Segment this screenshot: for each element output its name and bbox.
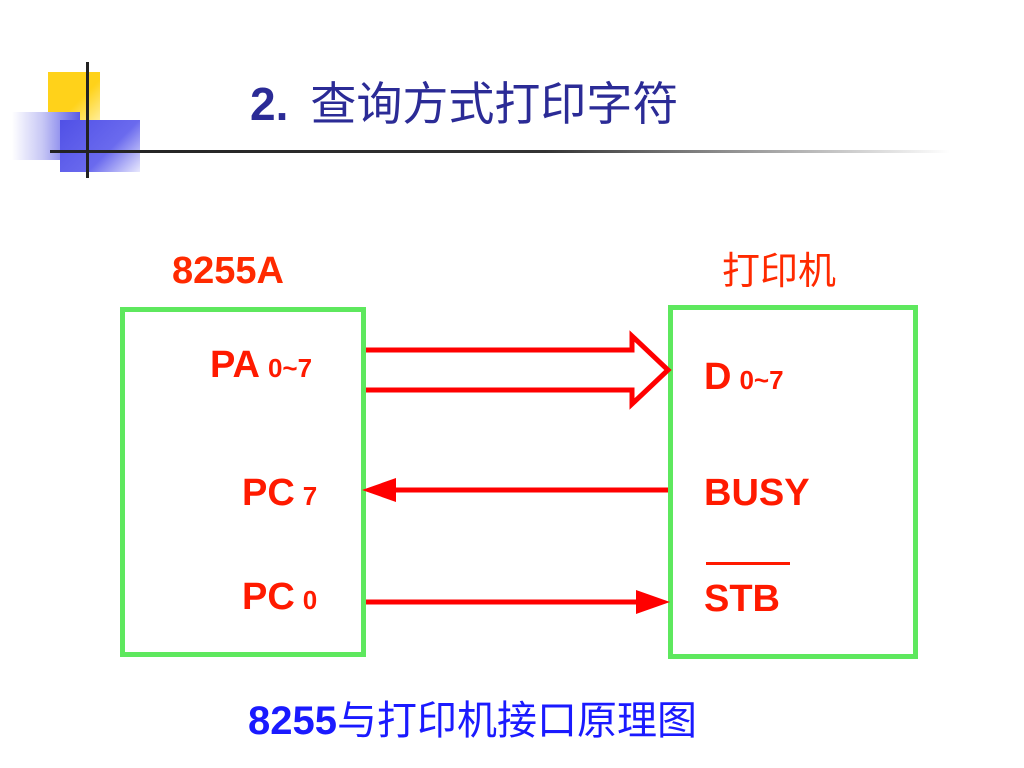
signal-pa-name: PA bbox=[210, 344, 260, 386]
signal-pc7-sub: 7 bbox=[302, 481, 318, 511]
printer-box bbox=[668, 305, 918, 659]
signal-pc7-name: PC bbox=[242, 472, 295, 514]
chip-8255a-box bbox=[120, 307, 366, 657]
data-bus-arrow bbox=[366, 330, 672, 410]
title-text: 查询方式打印字符 bbox=[310, 77, 679, 131]
signal-pa-sub: 0~7 bbox=[267, 353, 313, 383]
stb-overbar bbox=[706, 562, 790, 565]
signal-pc0-name: PC bbox=[242, 576, 295, 618]
chip-8255a-label: 8255A bbox=[172, 250, 284, 292]
decor-vertical-line bbox=[86, 62, 89, 178]
slide-title: 2. 查询方式打印字符 bbox=[250, 68, 678, 134]
caption-text: 与打印机接口原理图 bbox=[336, 698, 697, 744]
diagram-caption: 8255与打印机接口原理图 bbox=[248, 688, 697, 746]
signal-pc0-sub: 0 bbox=[302, 585, 318, 615]
busy-arrow-head bbox=[362, 478, 396, 502]
signal-stb: STB bbox=[704, 578, 780, 620]
decor-blue-square bbox=[60, 120, 140, 172]
printer-label: 打印机 bbox=[722, 249, 837, 293]
signal-d-name: D bbox=[704, 356, 732, 398]
caption-number: 8255 bbox=[248, 699, 337, 743]
title-underline bbox=[50, 150, 950, 153]
signal-d-sub: 0~7 bbox=[739, 365, 784, 395]
signal-busy: BUSY bbox=[704, 472, 810, 514]
stb-arrow-head bbox=[636, 590, 670, 614]
title-number: 2. bbox=[250, 78, 289, 130]
